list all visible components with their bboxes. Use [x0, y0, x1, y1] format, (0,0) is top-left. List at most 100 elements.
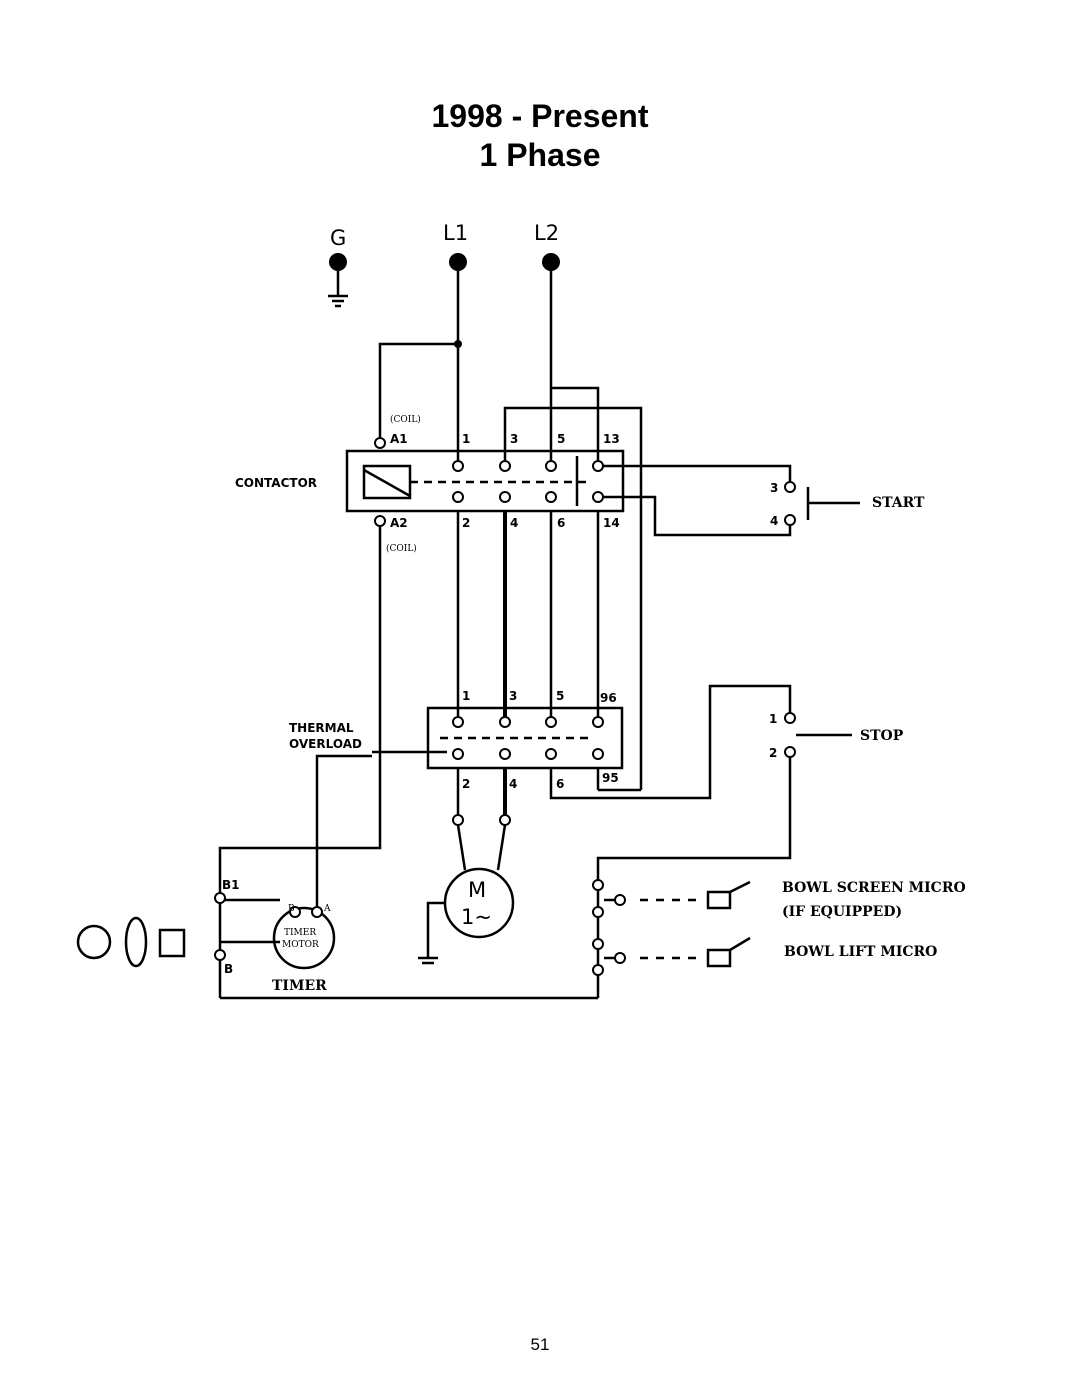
terminal-o3: [499, 716, 511, 728]
label-l1: L1: [443, 221, 468, 245]
wire-motor-a: [456, 824, 467, 871]
terminal-o5: [545, 716, 557, 728]
wire-l2-13: [551, 386, 600, 460]
label-bowl-screen: BOWL SCREEN MICRO: [782, 880, 966, 896]
terminal-motor-1: [452, 814, 464, 826]
terminal-stop-2: [784, 746, 796, 758]
terminal-a2: [374, 515, 386, 527]
wire-95-stop: [549, 684, 792, 800]
timer-dial-icon: [124, 916, 148, 968]
bowl-screen-micro-lever: [729, 880, 751, 894]
label-timer-motor-b: B: [288, 904, 295, 914]
wire-stop-micro: [596, 752, 792, 885]
bowl-screen-micro-icon: [706, 890, 732, 910]
label-o6: 6: [556, 777, 564, 791]
terminal-a1: [374, 437, 386, 449]
label-timer-b: B: [224, 962, 233, 976]
label-ground: G: [330, 226, 346, 250]
label-start-4: 4: [770, 514, 778, 528]
title-line-1: 1998 - Present: [431, 98, 649, 134]
terminal-stop-1: [784, 712, 796, 724]
label-o3: 3: [509, 689, 517, 703]
wire-motor-b: [496, 824, 507, 871]
terminal-c3: [499, 460, 511, 472]
label-c1: 1: [462, 432, 470, 446]
terminal-start-4: [784, 514, 796, 526]
terminal-l2: [542, 253, 560, 271]
label-stop-2: 2: [769, 746, 777, 760]
label-if-equipped: (IF EQUIPPED): [782, 904, 902, 920]
terminal-timer-b1: [214, 892, 226, 904]
label-c6: 6: [557, 516, 565, 530]
terminal-o95: [592, 748, 604, 760]
terminal-o2: [452, 748, 464, 760]
label-timer-motor-a: A: [323, 904, 331, 914]
motor-ground-wire: [426, 901, 445, 958]
label-o5: 5: [556, 689, 564, 703]
label-l2: L2: [534, 221, 559, 245]
junction-l1: [454, 340, 462, 348]
label-o96: 96: [600, 691, 617, 705]
timer-motor-circle: [272, 906, 336, 970]
terminal-c6: [545, 491, 557, 503]
terminal-micro-4: [592, 938, 604, 950]
bowl-lift-micro-icon: [706, 948, 732, 968]
label-motor-m: M: [468, 878, 486, 902]
terminal-c13: [592, 460, 604, 472]
terminal-ground: [329, 253, 347, 271]
label-o95: 95: [602, 771, 619, 785]
label-coil-top: (COIL): [390, 414, 421, 425]
terminal-start-3: [784, 481, 796, 493]
terminal-c2: [452, 491, 464, 503]
label-start: START: [872, 495, 925, 511]
terminal-micro-1: [592, 879, 604, 891]
label-timer: TIMER: [272, 978, 327, 994]
contactor-box: [345, 449, 625, 513]
terminal-o1: [452, 716, 464, 728]
label-stop-1: 1: [769, 712, 777, 726]
label-stop: STOP: [860, 728, 904, 744]
wire-jumper-3: [503, 406, 643, 790]
timer-knob-icon: [76, 924, 112, 960]
label-o1: 1: [462, 689, 470, 703]
label-thermal: THERMAL: [289, 721, 354, 735]
bowl-lift-micro-lever: [729, 936, 751, 952]
terminal-o96: [592, 716, 604, 728]
label-c14: 14: [603, 516, 620, 530]
label-start-3: 3: [770, 481, 778, 495]
terminal-micro-2: [592, 906, 604, 918]
overload-box: [426, 706, 624, 770]
label-o2: 2: [462, 777, 470, 791]
label-o4: 4: [509, 777, 517, 791]
terminal-timer-b: [214, 949, 226, 961]
terminal-c5: [545, 460, 557, 472]
terminal-micro-5: [592, 964, 604, 976]
contactor-coil-slash: [363, 468, 411, 498]
label-overload: OVERLOAD: [289, 737, 362, 751]
wire-13-start: [598, 464, 792, 487]
label-c13: 13: [603, 432, 620, 446]
label-motor-phase: 1~: [461, 905, 492, 929]
wire-overload-timer: [315, 754, 372, 842]
label-bowl-lift: BOWL LIFT MICRO: [784, 944, 937, 960]
terminal-c14: [592, 491, 604, 503]
timer-mechanism-icon: [158, 928, 186, 958]
terminal-micro-6: [614, 952, 626, 964]
label-c3: 3: [510, 432, 518, 446]
terminal-timer-motor-b: [289, 906, 301, 918]
terminal-timer-motor-a: [311, 906, 323, 918]
label-contactor: CONTACTOR: [235, 476, 317, 490]
terminal-o6: [545, 748, 557, 760]
label-timer-motor-1: TIMER: [284, 928, 316, 938]
wire-coil-feed: [378, 342, 458, 440]
terminal-l1: [449, 253, 467, 271]
page-number: 51: [530, 1335, 550, 1354]
terminal-c4: [499, 491, 511, 503]
label-timer-b1: B1: [222, 878, 240, 892]
terminal-o4: [499, 748, 511, 760]
terminal-micro-3: [614, 894, 626, 906]
terminal-motor-2: [499, 814, 511, 826]
label-a2: A2: [390, 516, 408, 530]
label-c5: 5: [557, 432, 565, 446]
